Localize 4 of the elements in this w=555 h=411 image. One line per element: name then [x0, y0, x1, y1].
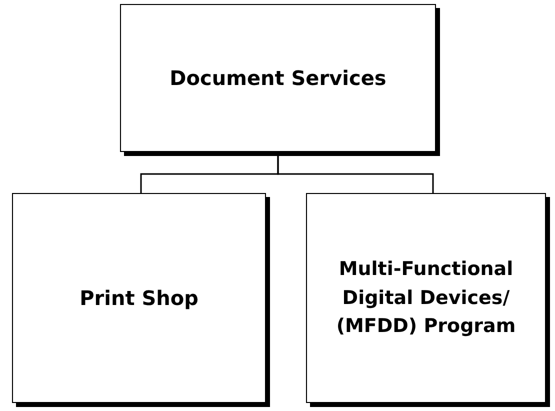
connector-line — [277, 156, 434, 193]
box-label: Multi-Functional Digital Devices/ (MFDD) Program — [335, 257, 517, 340]
box-label: Document Services — [168, 65, 388, 92]
box-label: Print Shop — [78, 285, 200, 312]
